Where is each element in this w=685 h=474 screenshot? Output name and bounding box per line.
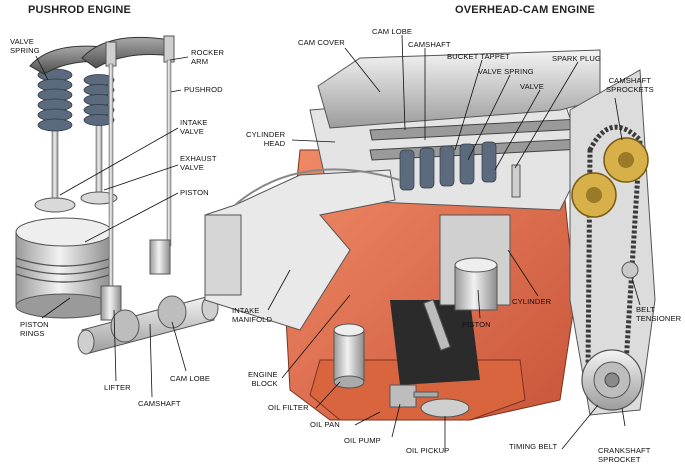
label-valve-spring-ohc: VALVE SPRING xyxy=(478,67,534,76)
ohc-belt-tensioner xyxy=(621,261,639,279)
label-piston-rings: PISTON RINGS xyxy=(20,320,49,338)
label-crankshaft-sprocket: CRANKSHAFT SPROCKET xyxy=(598,446,651,464)
label-timing-belt: TIMING BELT xyxy=(509,442,558,451)
ohc-oil-filter xyxy=(333,323,365,389)
label-spark-plug: SPARK PLUG xyxy=(552,54,601,63)
pushrod-rocker-arms xyxy=(29,35,175,75)
intake-manifold-shape xyxy=(204,169,396,331)
ohc-crankshaft-sprocket xyxy=(581,349,643,411)
label-intake-manifold: INTAKE MANIFOLD xyxy=(232,306,273,324)
label-bucket-tappet: BUCKET TAPPET xyxy=(447,52,510,61)
leader-lines xyxy=(35,34,641,452)
label-cylinder: CYLINDER xyxy=(512,297,552,306)
label-cam-cover: CAM COVER xyxy=(298,38,345,47)
pushrod-engine-drawing xyxy=(15,35,219,355)
timing-belt-path xyxy=(585,124,643,391)
label-intake-valve: INTAKE VALVE xyxy=(180,118,208,136)
label-oil-pump: OIL PUMP xyxy=(344,436,381,445)
ohc-connecting-rod xyxy=(423,299,451,351)
label-engine-block: ENGINE BLOCK xyxy=(248,370,278,388)
label-valve-spring: VALVE SPRING xyxy=(10,37,40,55)
label-oil-filter: OIL FILTER xyxy=(268,403,309,412)
label-piston: PISTON xyxy=(180,188,209,197)
ohc-camshaft-sprockets xyxy=(571,137,649,218)
pushrod-lifters xyxy=(100,239,171,321)
label-rocker-arm: ROCKER ARM xyxy=(191,48,225,66)
label-camshaft-sprockets: CAMSHAFT SPROCKETS xyxy=(606,76,654,94)
label-oil-pickup: OIL PICKUP xyxy=(406,446,450,455)
ohc-engine-drawing xyxy=(204,49,656,421)
label-piston-ohc: PISTON xyxy=(462,320,491,329)
label-exhaust-valve: EXHAUST VALVE xyxy=(180,154,217,172)
label-cam-lobe-pushrod: CAM LOBE xyxy=(170,374,211,383)
ohc-engine-title: OVERHEAD-CAM ENGINE xyxy=(455,4,596,16)
label-camshaft-ohc: CAMSHAFT xyxy=(408,40,451,49)
label-pushrod: PUSHROD xyxy=(184,85,223,94)
pushrod-valves xyxy=(34,109,118,213)
label-lifter: LIFTER xyxy=(104,383,131,392)
ohc-oil-pump xyxy=(389,384,470,418)
label-cam-lobe-ohc: CAM LOBE xyxy=(372,27,413,36)
pushrod-piston xyxy=(15,217,113,319)
pushrod-engine-title: PUSHROD ENGINE xyxy=(28,4,132,16)
label-belt-tensioner: BELT TENSIONER xyxy=(636,305,682,323)
label-cylinder-head: CYLINDER HEAD xyxy=(246,130,286,148)
pushrod-springs xyxy=(37,68,115,132)
label-valve-ohc: VALVE xyxy=(520,82,544,91)
ohc-valve-springs xyxy=(399,141,497,191)
crankcase-cutaway xyxy=(390,300,480,385)
ohc-spark-plug xyxy=(511,164,521,198)
label-oil-pan: OIL PAN xyxy=(310,420,340,429)
label-camshaft-pushrod: CAMSHAFT xyxy=(138,399,181,408)
